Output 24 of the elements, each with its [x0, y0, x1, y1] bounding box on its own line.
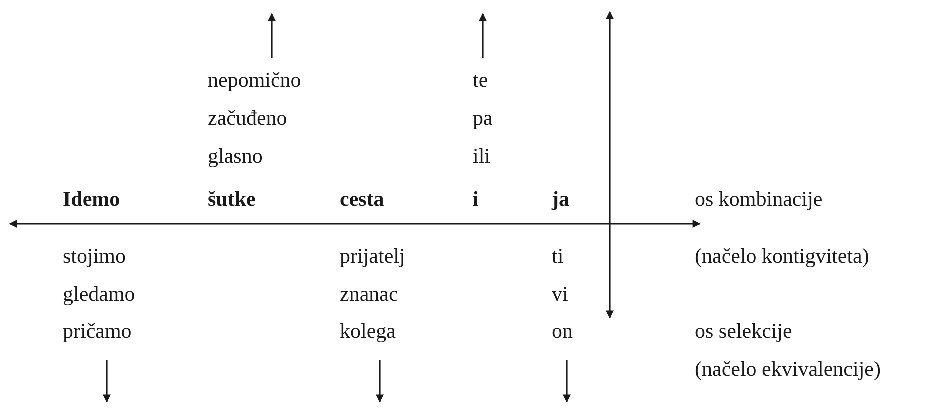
alternative-word: stojimo [63, 244, 126, 268]
alternative-word: nepomično [208, 68, 302, 92]
axis-label: os kombinacije [695, 187, 823, 211]
axis-label: (načelo ekvivalencije) [695, 357, 881, 381]
alternative-word: začuđeno [208, 106, 288, 130]
sentence-word: cesta [340, 187, 384, 211]
alternative-word: ili [473, 144, 491, 168]
alternative-word: glasno [208, 144, 263, 168]
sentence-word: šutke [208, 187, 256, 211]
alternative-word: gledamo [63, 282, 136, 306]
sentence-word: i [473, 187, 479, 211]
alternative-word: ti [552, 244, 564, 268]
alternative-word: kolega [340, 319, 396, 343]
alternative-word: pa [473, 106, 493, 130]
alternative-word: te [473, 68, 488, 92]
alternative-word: znanac [340, 282, 398, 306]
sentence-word: Idemo [63, 187, 120, 211]
axis-label: os selekcije [695, 319, 792, 343]
axis-label: (načelo kontigviteta) [695, 244, 870, 268]
sentence-word: ja [552, 187, 570, 211]
alternative-word: prijatelj [340, 244, 406, 268]
alternative-word: pričamo [63, 319, 132, 343]
alternative-word: vi [552, 282, 568, 306]
alternative-word: on [552, 319, 573, 343]
